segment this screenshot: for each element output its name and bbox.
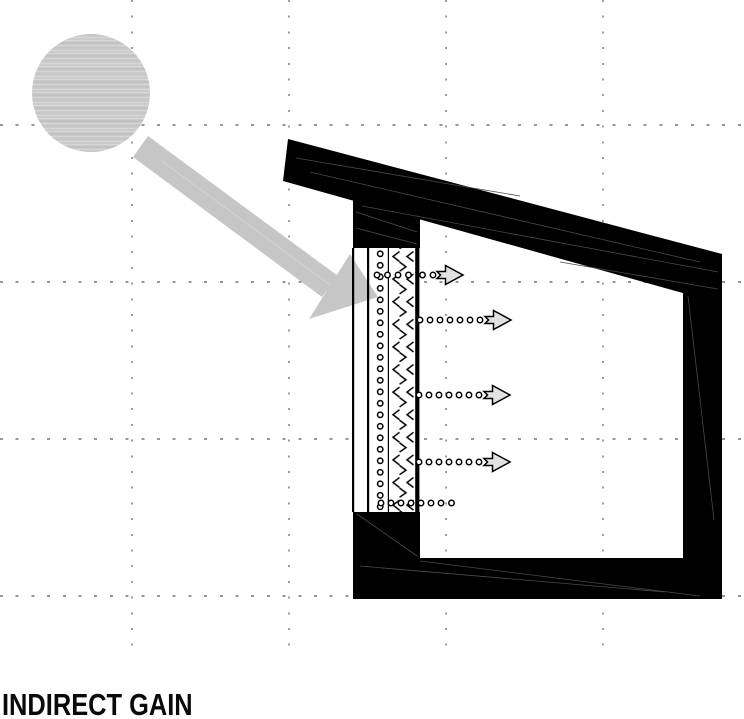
trombe-wall [352, 248, 420, 512]
grid-line-horizontal-1 [0, 124, 744, 126]
ray-highlight-line [161, 160, 331, 286]
roof [283, 139, 722, 304]
inner-glazing-line [367, 248, 370, 512]
grid-line-vertical-2 [288, 0, 290, 648]
solar-ray-shaft [133, 136, 338, 297]
heat-arrow-row-4 [415, 451, 512, 473]
heat-arrowhead-icon [483, 309, 513, 331]
black-fill-hairlines [295, 157, 719, 597]
heat-flow-arrows [373, 264, 513, 507]
air-gap-circle-column [373, 248, 388, 512]
mass-wall-face-line [387, 248, 389, 512]
heat-arrowhead-icon [435, 264, 465, 286]
heat-arrowhead-icon [482, 384, 512, 406]
heat-arrow-row-5 [377, 499, 455, 507]
grid-line-vertical-4 [602, 0, 604, 648]
heat-arrow-row-2 [416, 309, 513, 331]
heat-arrow-row-3 [415, 384, 512, 406]
grid-line-vertical-3 [445, 0, 447, 648]
solar-ray-head [309, 254, 378, 319]
mass-wall-inner-line [415, 248, 420, 512]
grid-line-vertical-1 [131, 0, 133, 648]
thermal-mass-hatch [389, 248, 416, 512]
floor-slab [353, 558, 722, 599]
diagram-title: INDIRECT GAIN [2, 687, 193, 719]
heat-arrowhead-icon [482, 451, 512, 473]
house-section [283, 139, 722, 599]
sun-icon [32, 34, 150, 152]
wall-sill [353, 512, 420, 560]
outer-glazing-line [352, 248, 355, 512]
solar-ray-arrow [133, 136, 378, 319]
heat-arrow-row-1 [373, 264, 465, 286]
